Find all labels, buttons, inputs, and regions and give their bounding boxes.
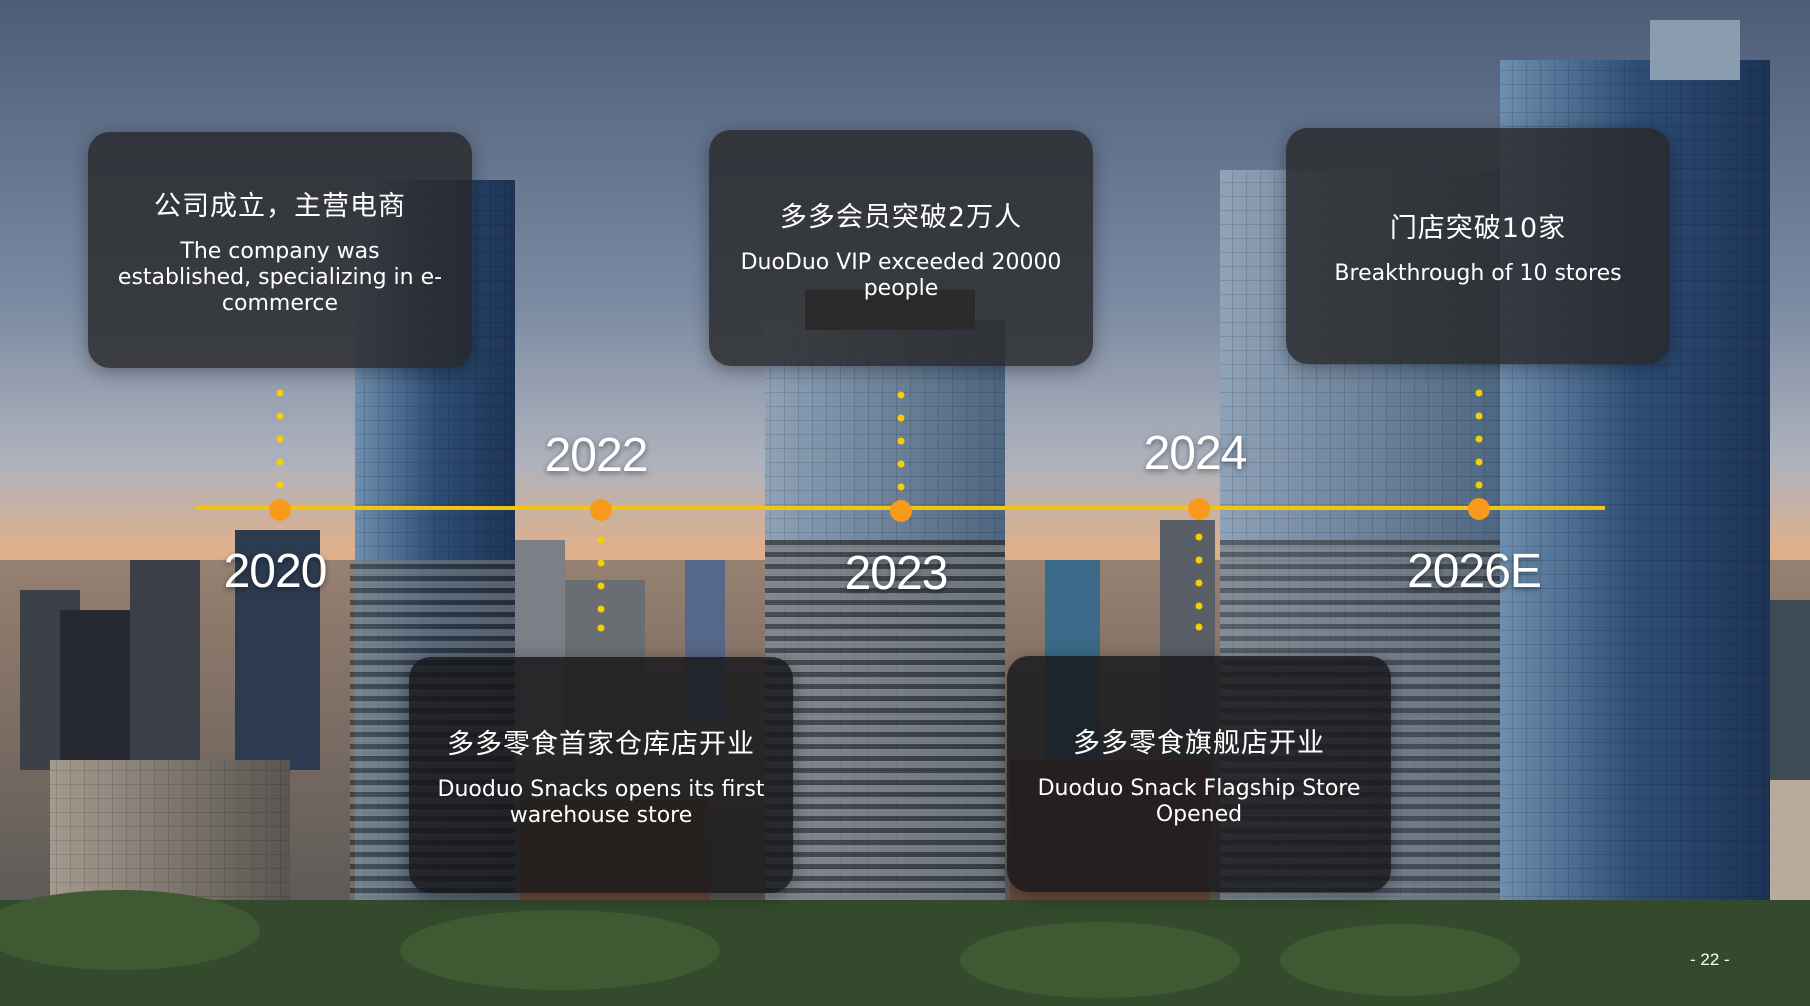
node-2026e: [1468, 498, 1490, 520]
year-label-2024: 2024: [1143, 427, 1248, 480]
milestone-card-2020: 公司成立，主营电商 The company was established, s…: [88, 132, 472, 368]
year-label-2023: 2023: [844, 547, 949, 600]
milestone-title-cn: 公司成立，主营电商: [154, 190, 406, 222]
milestone-title-en: The company was established, specializin…: [117, 238, 443, 316]
milestone-title-en: Duoduo Snacks opens its first warehouse …: [437, 776, 765, 828]
node-2022: [590, 499, 612, 521]
milestone-title-cn: 多多零食首家仓库店开业: [447, 728, 755, 760]
connector-2024: [1195, 533, 1203, 631]
milestone-title-cn: 门店突破10家: [1389, 212, 1567, 244]
connector-2020: [276, 389, 284, 489]
milestone-card-2024: 多多零食旗舰店开业 Duoduo Snack Flagship Store Op…: [1007, 656, 1391, 892]
node-2023: [890, 500, 912, 522]
connector-2022: [597, 536, 605, 632]
page-number: - 22 -: [1690, 950, 1730, 969]
milestone-title-en: DuoDuo VIP exceeded 20000 people: [740, 249, 1062, 301]
milestone-title-cn: 多多会员突破2万人: [779, 201, 1023, 233]
year-label-2022: 2022: [544, 429, 649, 482]
milestone-card-2022: 多多零食首家仓库店开业 Duoduo Snacks opens its firs…: [409, 657, 793, 893]
node-2020: [269, 499, 291, 521]
year-label-2020: 2020: [223, 545, 328, 598]
connector-2023: [897, 391, 905, 491]
milestone-card-2023: 多多会员突破2万人 DuoDuo VIP exceeded 20000 peop…: [709, 130, 1093, 366]
milestone-title-en: Breakthrough of 10 stores: [1334, 260, 1622, 286]
milestone-card-2026e: 门店突破10家 Breakthrough of 10 stores: [1286, 128, 1670, 364]
year-label-2026e: 2026E: [1407, 545, 1542, 598]
milestone-title-cn: 多多零食旗舰店开业: [1073, 727, 1325, 759]
node-2024: [1188, 498, 1210, 520]
connector-2026e: [1475, 389, 1483, 489]
milestone-title-en: Duoduo Snack Flagship Store Opened: [1037, 775, 1361, 827]
